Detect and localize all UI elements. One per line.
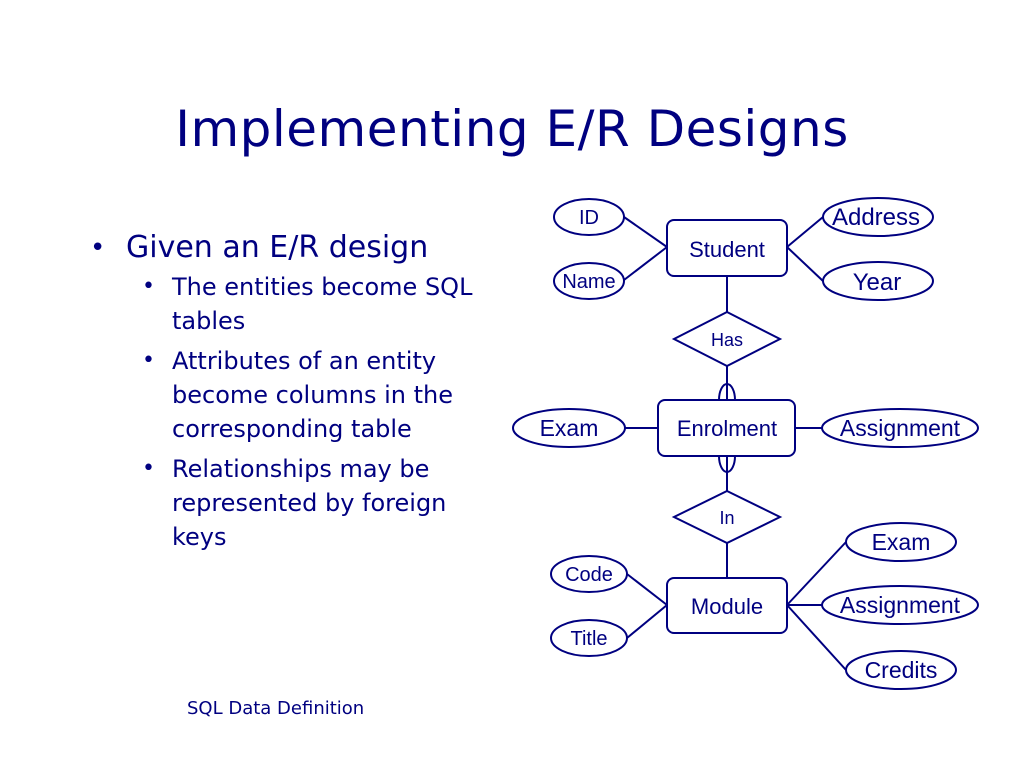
attr-module-assignment-ellipse	[821, 585, 979, 625]
entity-enrolment: Enrolment	[657, 399, 796, 457]
connector-lines	[623, 216, 847, 671]
sub-bullet-relationships: Relationships may be represented by fore…	[90, 452, 500, 554]
attr-address-ellipse	[822, 197, 934, 237]
line-student-address	[786, 216, 824, 248]
bullet-main: Given an E/R design	[90, 228, 500, 268]
attr-year-label: Year	[853, 269, 902, 296]
attr-address-label: Address	[832, 204, 920, 231]
line-id-student	[623, 216, 668, 248]
attr-year-ellipse	[822, 261, 934, 301]
attr-enrolment-assignment-ellipse	[821, 408, 979, 448]
relationship-has: Has	[671, 310, 783, 368]
sub-bullet-entities: The entities become SQL tables	[90, 270, 500, 338]
attr-module-exam-ellipse	[845, 522, 957, 562]
attr-title-ellipse	[550, 619, 628, 657]
line-code-module	[626, 573, 668, 606]
relationship-in: In	[671, 489, 783, 545]
attr-code-ellipse	[550, 555, 628, 593]
attr-name-label: Name	[562, 271, 615, 293]
line-module-exam	[786, 541, 847, 606]
line-student-year	[786, 246, 824, 282]
crowsfoot-in	[718, 455, 736, 473]
slide-title: Implementing E/R Designs	[175, 100, 849, 158]
attr-module-assignment-label: Assignment	[840, 592, 961, 618]
sub-bullet-list: The entities become SQL tables Attribute…	[90, 270, 500, 554]
entity-module: Module	[666, 577, 788, 634]
attr-title-label: Title	[570, 628, 607, 650]
bullet-list: Given an E/R design The entities become …	[90, 228, 500, 560]
attribute-labels: ID Name Address Year Exam Assignment Cod…	[540, 204, 961, 683]
attr-name-ellipse	[553, 262, 625, 300]
entity-student-label: Student	[689, 237, 765, 262]
attr-credits-label: Credits	[865, 657, 938, 683]
line-name-student	[623, 246, 668, 281]
attr-module-exam-label: Exam	[872, 529, 931, 555]
sub-bullet-attributes: Attributes of an entity become columns i…	[90, 344, 500, 446]
attr-id-ellipse	[553, 198, 625, 236]
relationship-in-label: In	[719, 508, 734, 528]
attr-enrolment-exam-ellipse	[512, 408, 626, 448]
attr-id-label: ID	[579, 207, 599, 229]
entity-module-label: Module	[691, 594, 763, 619]
entity-enrolment-label: Enrolment	[677, 416, 777, 441]
slide-footer: SQL Data Definition	[187, 698, 365, 719]
attr-enrolment-exam-label: Exam	[540, 415, 599, 441]
line-module-credits	[786, 604, 847, 671]
attr-enrolment-assignment-label: Assignment	[840, 415, 961, 441]
line-title-module	[626, 604, 668, 639]
crowsfoot-has	[718, 383, 736, 401]
entity-student: Student	[666, 219, 788, 277]
relationship-has-label: Has	[711, 330, 743, 350]
attr-code-label: Code	[565, 564, 613, 586]
attr-credits-ellipse	[845, 650, 957, 690]
attribute-ellipses	[512, 197, 979, 690]
